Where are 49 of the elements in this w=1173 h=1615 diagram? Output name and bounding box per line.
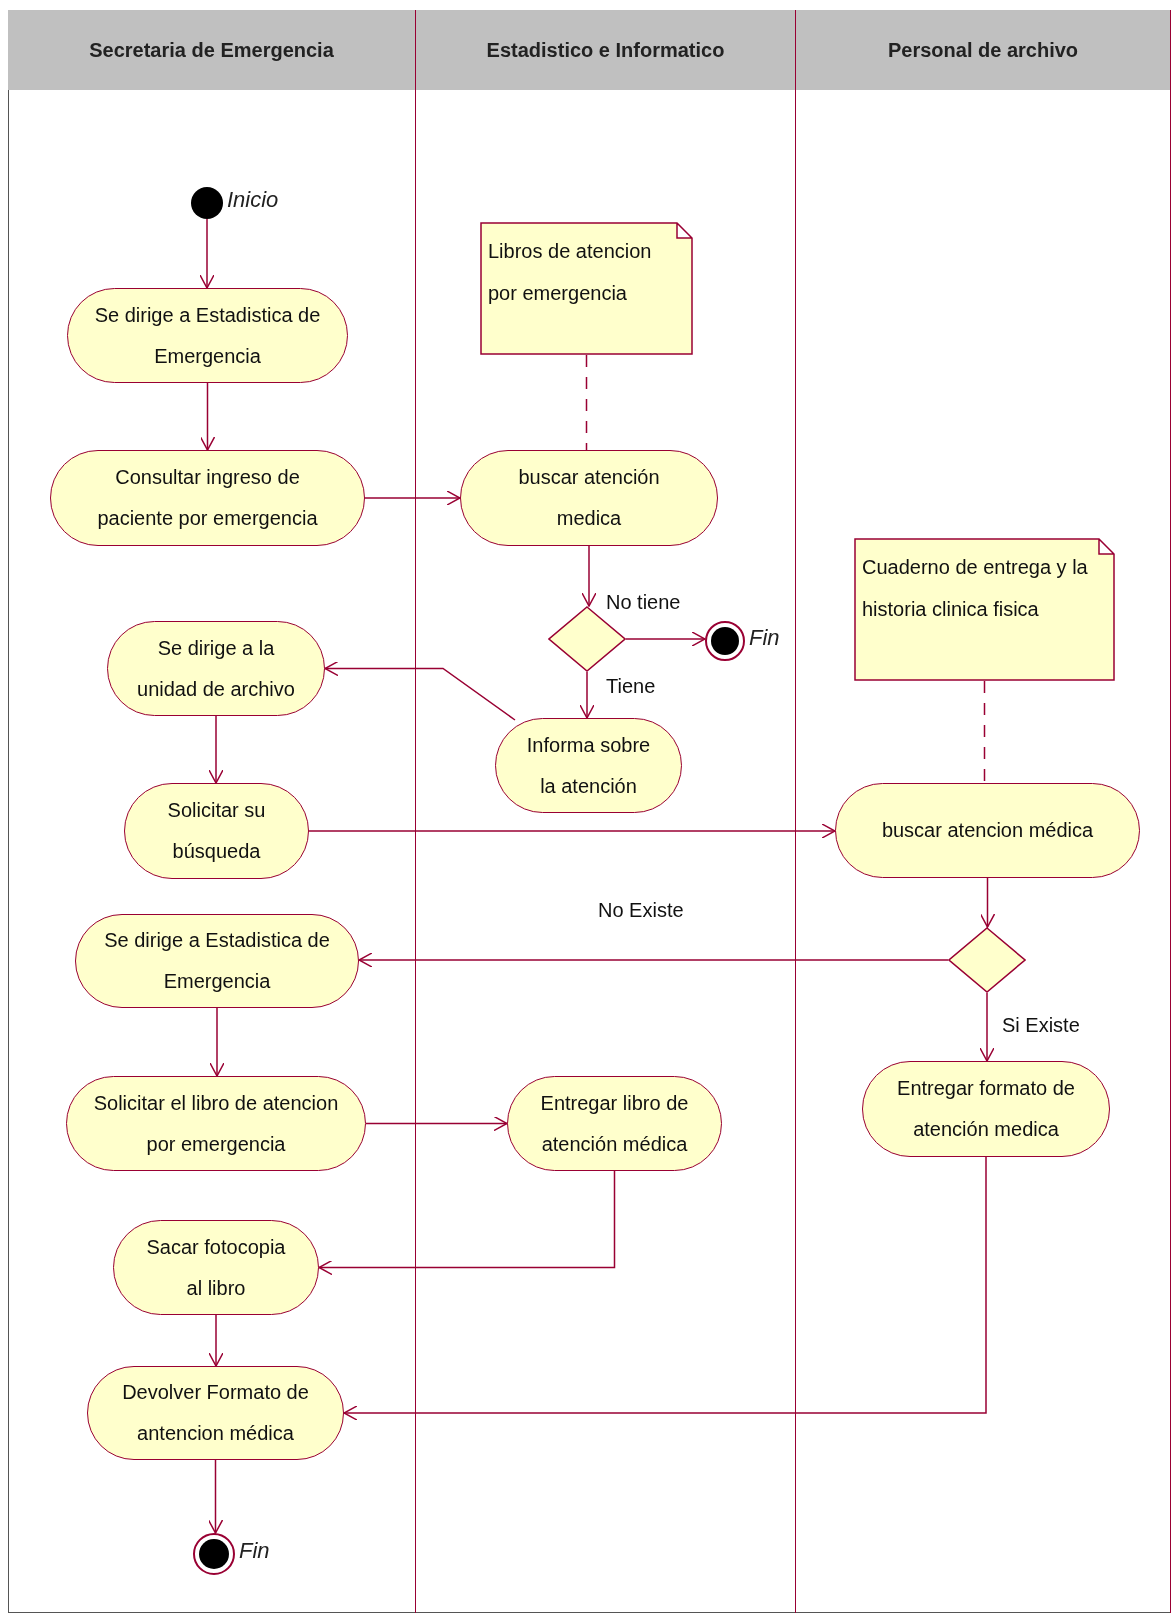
activity-box: buscar atencion médica — [835, 783, 1140, 878]
arrow — [579, 671, 595, 719]
activity-box: Se dirige a la unidad de archivo — [107, 621, 325, 716]
lane-header: Secretaria de Emergencia — [8, 10, 415, 90]
arrow — [208, 1314, 224, 1367]
activity-box: buscar atención medica — [460, 450, 718, 546]
final-node — [705, 621, 745, 661]
arrow — [343, 1156, 987, 1421]
arrow — [207, 1459, 224, 1534]
note: Libros de atencion por emergencia — [480, 222, 693, 355]
arrow — [199, 382, 216, 451]
edge-label: Tiene — [604, 676, 658, 696]
activity-box: Solicitar el libro de atencion por emergencia — [66, 1076, 366, 1171]
arrow — [365, 1115, 508, 1132]
lane-header: Personal de archivo — [796, 10, 1170, 90]
arrow — [358, 952, 949, 968]
initial-node — [191, 187, 223, 219]
arrow — [324, 660, 516, 721]
arrow — [208, 715, 224, 784]
activity-box: Se dirige a Estadistica de Emergencia — [75, 914, 359, 1008]
caption-text: Fin — [749, 627, 780, 649]
caption-text: Inicio — [227, 189, 279, 211]
arrow — [979, 877, 996, 928]
note-anchor-line — [585, 354, 588, 451]
note-anchor-line — [983, 680, 986, 784]
lane-header: Estadistico e Informatico — [416, 10, 795, 90]
edge-label: Si Existe — [1000, 1015, 1082, 1035]
note: Cuaderno de entrega y la historia clinica fisica — [854, 538, 1115, 681]
activity-box: Sacar fotocopia al libro — [113, 1220, 319, 1315]
arrow — [308, 823, 836, 839]
activity-box: Entregar formato de atención medica — [862, 1061, 1110, 1157]
arrow — [979, 992, 995, 1062]
activity-box: Entregar libro de atención médica — [507, 1076, 722, 1171]
edge-label: No tiene — [604, 592, 683, 612]
arrow — [318, 1170, 616, 1276]
decision-diamond — [948, 927, 1026, 993]
arrow — [209, 1007, 225, 1077]
arrow — [581, 545, 597, 607]
arrow — [625, 631, 706, 647]
activity-box: Informa sobre la atención — [495, 718, 682, 813]
activity-box: Solicitar su búsqueda — [124, 783, 309, 879]
caption-text: Fin — [239, 1540, 270, 1562]
edge-label: No Existe — [596, 900, 686, 920]
arrow — [364, 490, 461, 506]
final-node — [193, 1533, 235, 1575]
activity-box: Devolver Formato de antencion médica — [87, 1366, 344, 1460]
activity-box: Se dirige a Estadistica de Emergencia — [67, 288, 348, 383]
arrow — [199, 218, 215, 289]
activity-box: Consultar ingreso de paciente por emergencia — [50, 450, 365, 546]
